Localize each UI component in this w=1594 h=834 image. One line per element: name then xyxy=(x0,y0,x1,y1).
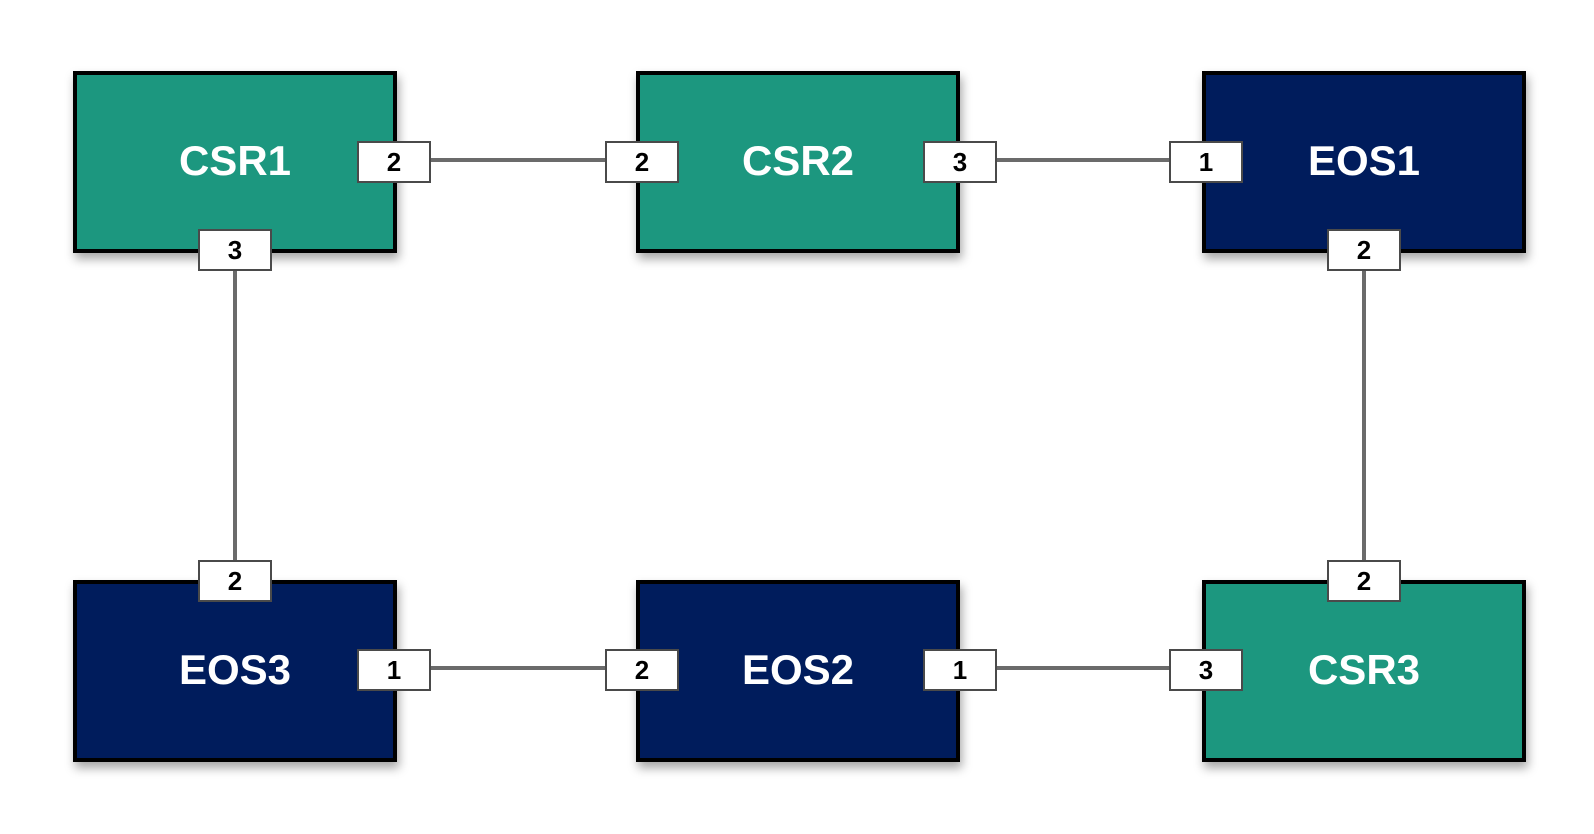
node-label: EOS1 xyxy=(1308,137,1420,184)
node-csr1[interactable]: CSR1 xyxy=(73,71,397,253)
port-eos1-to-csr3[interactable]: 2 xyxy=(1327,229,1401,271)
port-label: 2 xyxy=(1357,566,1371,596)
node-label: EOS3 xyxy=(179,646,291,693)
port-csr1-to-eos3[interactable]: 3 xyxy=(198,229,272,271)
port-eos3-to-csr1[interactable]: 2 xyxy=(198,560,272,602)
node-label: CSR1 xyxy=(179,137,291,184)
port-csr3-to-eos2[interactable]: 3 xyxy=(1169,649,1243,691)
node-eos1[interactable]: EOS1 xyxy=(1202,71,1526,253)
node-eos2[interactable]: EOS2 xyxy=(636,580,960,762)
links xyxy=(233,158,1366,670)
port-label: 2 xyxy=(228,566,242,596)
node-label: EOS2 xyxy=(742,646,854,693)
port-label: 3 xyxy=(1199,655,1213,685)
port-eos1-to-csr2[interactable]: 1 xyxy=(1169,141,1243,183)
port-label: 1 xyxy=(387,655,401,685)
port-label: 2 xyxy=(635,147,649,177)
port-label: 2 xyxy=(1357,235,1371,265)
ports: 2 2 3 1 3 2 2 2 xyxy=(198,141,1401,691)
node-csr3[interactable]: CSR3 xyxy=(1202,580,1526,762)
port-csr1-to-csr2[interactable]: 2 xyxy=(357,141,431,183)
port-label: 1 xyxy=(1199,147,1213,177)
port-eos3-to-eos2[interactable]: 1 xyxy=(357,649,431,691)
port-csr2-to-eos1[interactable]: 3 xyxy=(923,141,997,183)
port-csr2-to-csr1[interactable]: 2 xyxy=(605,141,679,183)
port-csr3-to-eos1[interactable]: 2 xyxy=(1327,560,1401,602)
port-label: 2 xyxy=(635,655,649,685)
node-label: CSR3 xyxy=(1308,646,1420,693)
node-eos3[interactable]: EOS3 xyxy=(73,580,397,762)
port-label: 3 xyxy=(228,235,242,265)
port-eos2-to-csr3[interactable]: 1 xyxy=(923,649,997,691)
port-label: 1 xyxy=(953,655,967,685)
port-eos2-to-eos3[interactable]: 2 xyxy=(605,649,679,691)
node-csr2[interactable]: CSR2 xyxy=(636,71,960,253)
port-label: 3 xyxy=(953,147,967,177)
port-label: 2 xyxy=(387,147,401,177)
node-label: CSR2 xyxy=(742,137,854,184)
